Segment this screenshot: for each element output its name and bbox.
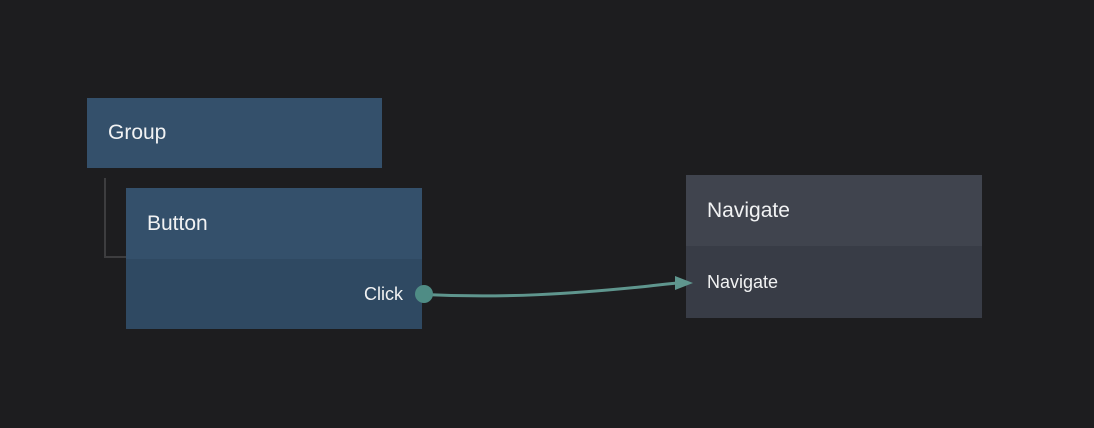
- click-output-port-label: Click: [364, 283, 403, 304]
- node-button-click-row[interactable]: Click: [126, 259, 422, 329]
- group-button-hierarchy-line: [104, 178, 126, 258]
- node-navigate[interactable]: Navigate Navigate: [686, 175, 982, 318]
- node-navigate-row-label: Navigate: [707, 271, 779, 292]
- node-button[interactable]: Button Click: [126, 188, 422, 329]
- node-group-title: Group: [108, 121, 167, 144]
- node-navigate-header: Navigate: [686, 175, 982, 246]
- node-group[interactable]: Group: [87, 98, 382, 168]
- node-button-title: Button: [147, 211, 208, 235]
- node-navigate-action-row[interactable]: Navigate: [686, 246, 982, 318]
- node-navigate-title: Navigate: [707, 198, 790, 222]
- edge-click-to-navigate[interactable]: [422, 281, 679, 298]
- node-group-header: Group: [87, 98, 382, 168]
- node-button-header: Button: [126, 188, 422, 259]
